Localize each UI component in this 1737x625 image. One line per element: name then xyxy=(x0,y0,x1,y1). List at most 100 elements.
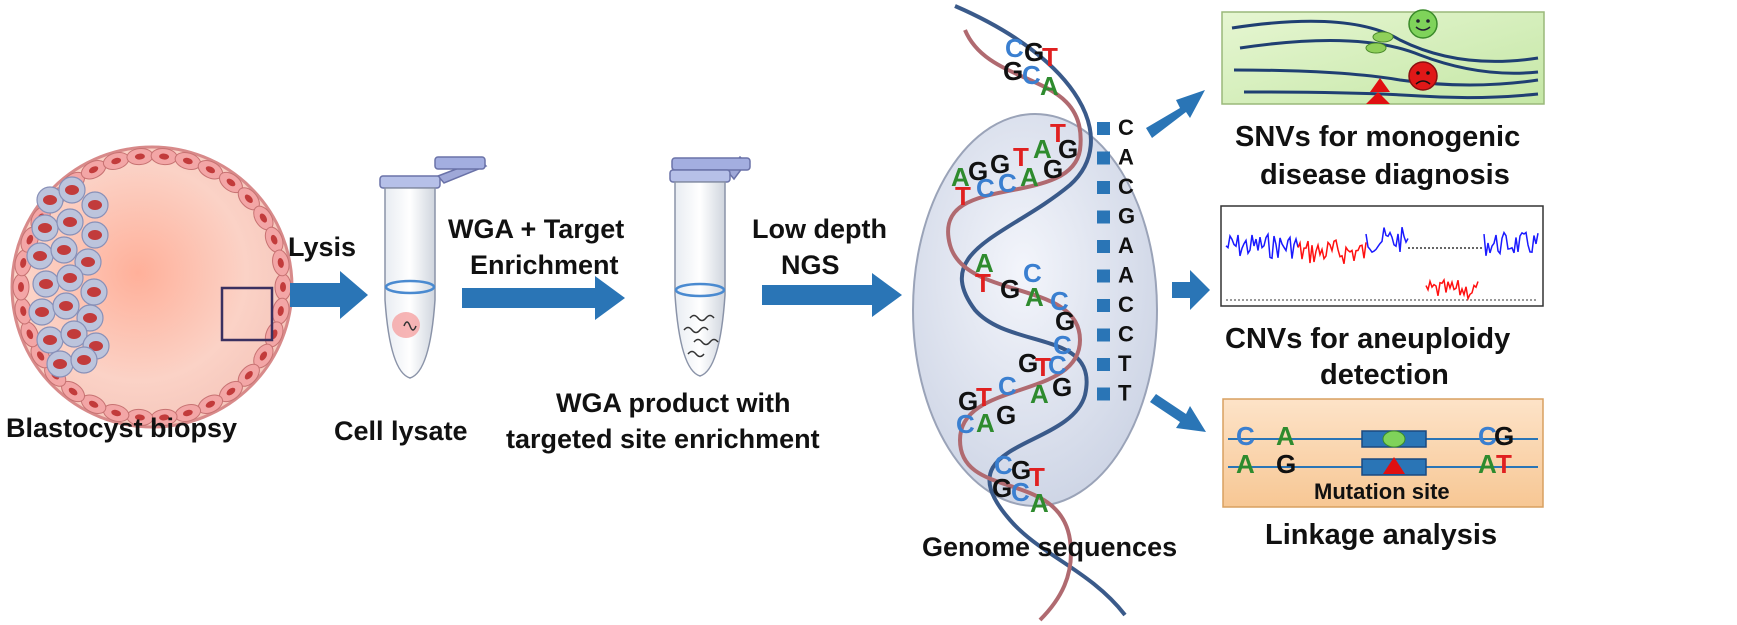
snv-panel xyxy=(1221,9,1545,105)
svg-text:C: C xyxy=(1011,477,1030,507)
svg-text:T: T xyxy=(976,382,992,412)
svg-text:A: A xyxy=(1020,162,1039,192)
svg-text:G: G xyxy=(990,149,1010,179)
svg-text:T: T xyxy=(1035,352,1051,382)
svg-text:C: C xyxy=(994,450,1013,480)
happy-face-icon xyxy=(1408,9,1438,39)
svg-text:A: A xyxy=(975,248,994,278)
svg-text:C: C xyxy=(998,168,1017,198)
svg-text:G: G xyxy=(958,386,978,416)
svg-text:C: C xyxy=(1005,33,1024,63)
cnv-caption-line1: CNVs for aneuploidy xyxy=(1225,323,1510,355)
svg-text:G: G xyxy=(996,400,1016,430)
svg-text:C: C xyxy=(1022,60,1041,90)
cnv-arrow xyxy=(1172,270,1210,310)
svg-text:A: A xyxy=(1040,71,1059,101)
genome-caption: Genome sequences xyxy=(922,532,1177,562)
svg-text:C: C xyxy=(1053,330,1072,360)
sequence-base: G xyxy=(1118,204,1135,229)
svg-text:T: T xyxy=(1042,42,1058,72)
svg-text:A: A xyxy=(951,162,970,192)
linkage-caption: Linkage analysis xyxy=(1265,519,1497,551)
ngs-arrow xyxy=(762,273,902,317)
sequence-base: A xyxy=(1118,263,1134,288)
inner-cell-mass xyxy=(26,176,110,378)
svg-text:T: T xyxy=(955,181,971,211)
sad-face-icon xyxy=(1408,61,1438,91)
sequence-square xyxy=(1097,151,1110,165)
sequence-base: T xyxy=(1118,381,1132,406)
sequence-square xyxy=(1097,358,1110,371)
svg-text:G: G xyxy=(1494,421,1514,451)
wga-product-caption-line1: WGA product with xyxy=(556,388,790,418)
biopsy-box xyxy=(220,286,274,342)
svg-text:T: T xyxy=(1050,118,1066,148)
svg-text:G: G xyxy=(1011,455,1031,485)
lysis-arrow xyxy=(290,271,368,319)
blastocyst-caption: Blastocyst biopsy xyxy=(6,413,237,443)
blastocyst-illustration xyxy=(10,145,294,429)
svg-text:G: G xyxy=(1003,56,1023,86)
svg-text:G: G xyxy=(1276,449,1296,479)
svg-text:C: C xyxy=(1050,286,1069,316)
genome-illustration: C G T G C A T G A G G T A T C C A G A C … xyxy=(912,4,1158,622)
wga-product-tube xyxy=(669,155,751,377)
wga-arrow xyxy=(462,276,625,320)
cell-lysate-caption: Cell lysate xyxy=(334,416,468,446)
sequence-square xyxy=(1097,240,1110,253)
svg-text:G: G xyxy=(1043,154,1063,184)
sequence-base: C xyxy=(1118,174,1134,199)
linkage-arrow xyxy=(1150,394,1206,432)
sequence-base: C xyxy=(1118,115,1134,140)
wga-product-caption-line2: targeted site enrichment xyxy=(506,424,820,454)
cell-lysate-tube xyxy=(379,156,488,379)
sequence-square xyxy=(1097,181,1110,194)
svg-text:C: C xyxy=(1236,421,1255,451)
helix-strand-red xyxy=(946,29,1083,622)
svg-text:G: G xyxy=(1024,37,1044,67)
sequence-base: C xyxy=(1118,292,1134,317)
sequence-square xyxy=(1097,269,1110,283)
svg-text:T: T xyxy=(975,268,991,298)
sequence-square xyxy=(1097,328,1110,342)
snv-arrow xyxy=(1146,90,1205,138)
svg-text:A: A xyxy=(1478,449,1497,479)
wga-label-line2: Enrichment xyxy=(470,250,619,280)
sequence-base: A xyxy=(1118,233,1134,258)
svg-text:A: A xyxy=(1276,421,1295,451)
snv-caption-line1: SNVs for monogenic xyxy=(1235,121,1520,153)
svg-text:C: C xyxy=(1478,421,1497,451)
svg-text:C: C xyxy=(956,409,975,439)
svg-text:C: C xyxy=(1048,350,1067,380)
sequence-square xyxy=(1097,387,1110,401)
sequence-base: T xyxy=(1118,351,1132,376)
ngs-label-line1: Low depth xyxy=(752,214,887,244)
trophectoderm-cells xyxy=(12,148,292,426)
linkage-panel: C A C G A G A T Mutation site xyxy=(1222,398,1544,508)
ngs-label-line2: NGS xyxy=(781,250,840,280)
svg-text:A: A xyxy=(1025,282,1044,312)
svg-text:G: G xyxy=(1000,274,1020,304)
svg-text:A: A xyxy=(976,408,995,438)
cnv-panel xyxy=(1220,205,1544,307)
wga-label-line1: WGA + Target xyxy=(448,214,624,244)
svg-text:A: A xyxy=(1033,134,1052,164)
helix-strand-blue xyxy=(954,4,1127,617)
sequence-square xyxy=(1097,299,1110,312)
svg-text:G: G xyxy=(1052,372,1072,402)
snv-caption-line2: disease diagnosis xyxy=(1260,159,1510,191)
svg-text:G: G xyxy=(992,473,1012,503)
svg-text:T: T xyxy=(1496,449,1512,479)
svg-text:G: G xyxy=(1058,134,1078,164)
mutation-site-label: Mutation site xyxy=(1314,479,1450,504)
svg-text:G: G xyxy=(1018,348,1038,378)
svg-text:T: T xyxy=(1029,462,1045,492)
svg-text:A: A xyxy=(1236,449,1255,479)
sequence-square xyxy=(1097,122,1110,135)
svg-text:C: C xyxy=(1023,258,1042,288)
svg-text:T: T xyxy=(1013,142,1029,172)
sequence-base: A xyxy=(1118,145,1134,170)
svg-text:A: A xyxy=(1030,488,1049,518)
